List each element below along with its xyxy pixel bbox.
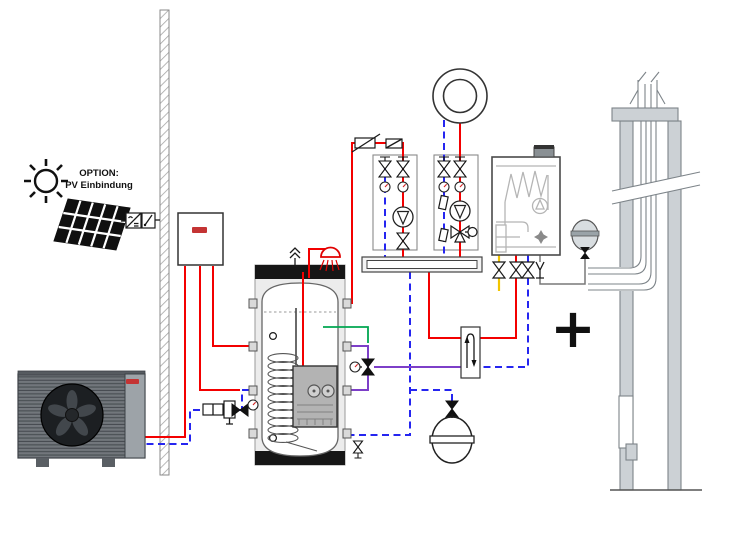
chimney-inner-flue (588, 121, 657, 291)
tank-top-band (255, 265, 345, 279)
circulation-pump (449, 200, 471, 222)
wall (159, 9, 170, 476)
hydraulic-separator (460, 326, 481, 379)
pump-group-left-box (372, 154, 418, 251)
pipe-hot-water-outlet (323, 326, 369, 343)
gas-valve (492, 261, 506, 279)
tank-bottom-band (255, 451, 345, 465)
tank-sensor-top (269, 332, 278, 341)
option-label-line2: PV Einbindung (65, 180, 133, 191)
boiler (491, 145, 561, 256)
chimney-ceiling-band (611, 171, 701, 205)
drain-valve-tank (352, 440, 364, 459)
heat-pump-foot (102, 458, 115, 467)
pipe-boiler-return (480, 255, 529, 368)
heating-expansion-vessel (429, 400, 475, 464)
chimney-cleanout-stub (625, 443, 638, 461)
manifold (361, 256, 483, 273)
pipe-manifold-to-tank-return (348, 272, 411, 436)
controller-brand-mark (192, 227, 207, 233)
option-label-line1: OPTION: (79, 168, 119, 179)
thermometer-gauge (379, 181, 391, 193)
thermometer-gauge (438, 181, 450, 193)
pipe-expansion-vessel-branch (410, 389, 453, 403)
pipe-controller-tank-upper (212, 266, 253, 347)
radiator-circuit-valves (351, 133, 403, 153)
thermometer-gauge (397, 181, 409, 193)
circulation-pump (392, 206, 414, 228)
sensor-pocket (437, 194, 449, 243)
pv-inverter (121, 212, 160, 229)
heat-pump-side-panel (124, 373, 146, 459)
plus-symbol: + (550, 297, 595, 360)
boiler-expansion-vessel (570, 219, 600, 259)
pump-group-right (437, 156, 478, 243)
heat-pump-brand-mark (126, 379, 139, 384)
pipe-vessel-connection (539, 255, 586, 285)
air-vent-icon (289, 247, 301, 267)
thermometer-gauge (454, 181, 466, 193)
chimney-cleanout-door (618, 395, 634, 449)
return-valve (521, 261, 535, 279)
pv-panel (53, 198, 131, 251)
thermostatic-mixing-valve (349, 358, 375, 376)
filter-assembly (202, 399, 259, 425)
chimney-cap (611, 107, 679, 122)
pipe-controller-tank-lower (199, 266, 240, 391)
tank-ports (248, 298, 352, 439)
sun-icon (24, 159, 68, 203)
pipe-hp-flow (145, 266, 186, 438)
chimney (588, 71, 702, 491)
heat-pump (17, 370, 146, 467)
chimney-top-pipes (629, 71, 666, 108)
tank-fresh-water-module (292, 365, 338, 428)
heat-pump-foot (36, 458, 49, 467)
shower-icon (319, 246, 341, 272)
boiler-connection-valves (492, 261, 545, 279)
boiler-diverter-valve (534, 230, 548, 244)
controller (177, 212, 224, 266)
heat-pump-fan (40, 383, 104, 447)
buffer-tank (254, 264, 346, 466)
strainer (535, 261, 545, 279)
boiler-heat-exchanger (504, 170, 548, 203)
flow-valve (509, 261, 523, 279)
floor-heating-circle (432, 68, 488, 124)
mixing-valve-3way (450, 224, 478, 243)
